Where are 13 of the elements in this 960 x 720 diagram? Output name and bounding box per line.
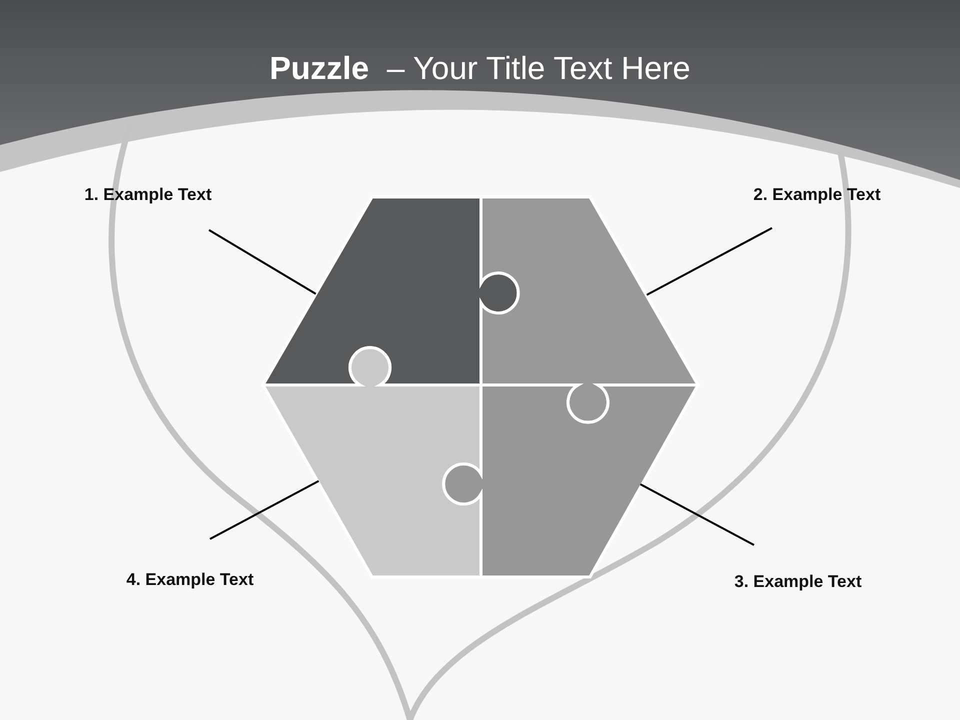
puzzle-piece (480, 196, 700, 424)
leader-line (208, 229, 316, 295)
label-text: 4. Example Text (122, 568, 258, 592)
puzzle-piece (442, 384, 700, 578)
slide-title: Puzzle – Your Title Text Here (268, 49, 692, 88)
label-text: 2. Example Text (749, 183, 885, 207)
leader-line (646, 227, 772, 296)
label-text: 1. Example Text (80, 183, 216, 207)
puzzle-piece (262, 346, 482, 578)
puzzle-piece (262, 196, 520, 386)
leader-line (640, 483, 754, 546)
label-text: 3. Example Text (730, 570, 866, 594)
leader-line (210, 480, 320, 540)
